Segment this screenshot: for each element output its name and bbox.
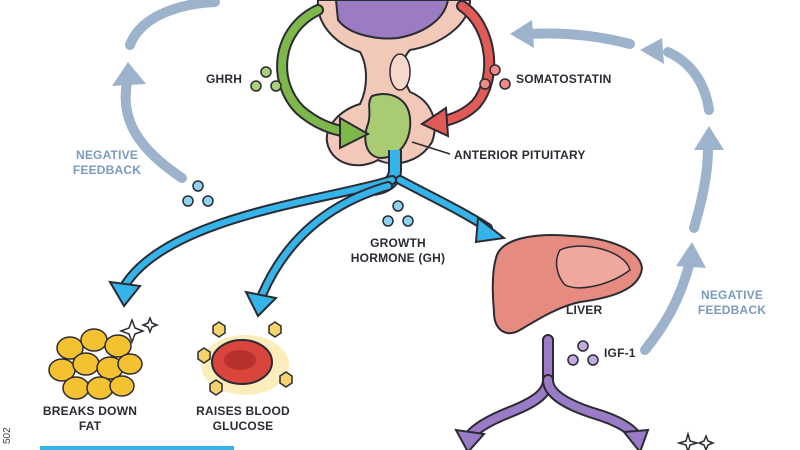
ghrh-molecules [250, 66, 282, 92]
side-id-label: 502 [2, 414, 16, 450]
negative-feedback-label-right: NEGATIVE FEEDBACK [676, 288, 788, 318]
gh-arrows [108, 150, 507, 318]
growth-hormone-line1: GROWTH [370, 236, 426, 250]
negative-feedback-arrow-right [510, 20, 724, 355]
breaks-down-fat-line2: FAT [78, 419, 102, 433]
growth-hormone-line2: HORMONE (GH) [350, 251, 446, 265]
negative-feedback-label-left: NEGATIVE FEEDBACK [52, 148, 162, 178]
raises-blood-glucose-label: RAISES BLOOD GLUCOSE [178, 404, 308, 434]
liver-illustration [491, 234, 644, 335]
fat-cells-illustration [48, 328, 143, 400]
igf1-molecules [567, 340, 599, 366]
anterior-pituitary-label: ANTERIOR PITUITARY [454, 148, 586, 162]
liver-label: LIVER [566, 303, 603, 317]
raises-blood-glucose-line2: GLUCOSE [212, 419, 274, 433]
breaks-down-fat-label: BREAKS DOWN FAT [30, 404, 150, 434]
breaks-down-fat-line1: BREAKS DOWN [42, 404, 138, 418]
negative-feedback-left-line1: NEGATIVE [75, 148, 139, 162]
sparkle-icons-right [676, 431, 716, 450]
igf1-arrows [454, 334, 650, 450]
growth-hormone-label: GROWTH HORMONE (GH) [338, 236, 458, 266]
negative-feedback-right-line2: FEEDBACK [697, 303, 767, 317]
negative-feedback-right-line1: NEGATIVE [700, 288, 764, 302]
raises-blood-glucose-line1: RAISES BLOOD [196, 404, 290, 418]
blood-glucose-illustration [197, 321, 293, 396]
gh-molecules-center [382, 200, 414, 227]
somatostatin-arrow [419, 0, 496, 138]
gh-molecules-left [182, 180, 214, 207]
sparkle-icons-fat [118, 315, 160, 345]
negative-feedback-arrow-left [112, 0, 220, 183]
anterior-pituitary-pointer [411, 141, 451, 155]
side-id-text: 502 [2, 427, 13, 444]
somatostatin-molecules [479, 64, 511, 90]
negative-feedback-left-line2: FEEDBACK [72, 163, 142, 177]
igf1-label: IGF-1 [604, 346, 636, 360]
ghrh-label: GHRH [206, 72, 243, 86]
ghrh-arrow [276, 4, 371, 150]
bottom-blue-bar [40, 446, 234, 450]
somatostatin-label: SOMATOSTATIN [516, 72, 612, 86]
